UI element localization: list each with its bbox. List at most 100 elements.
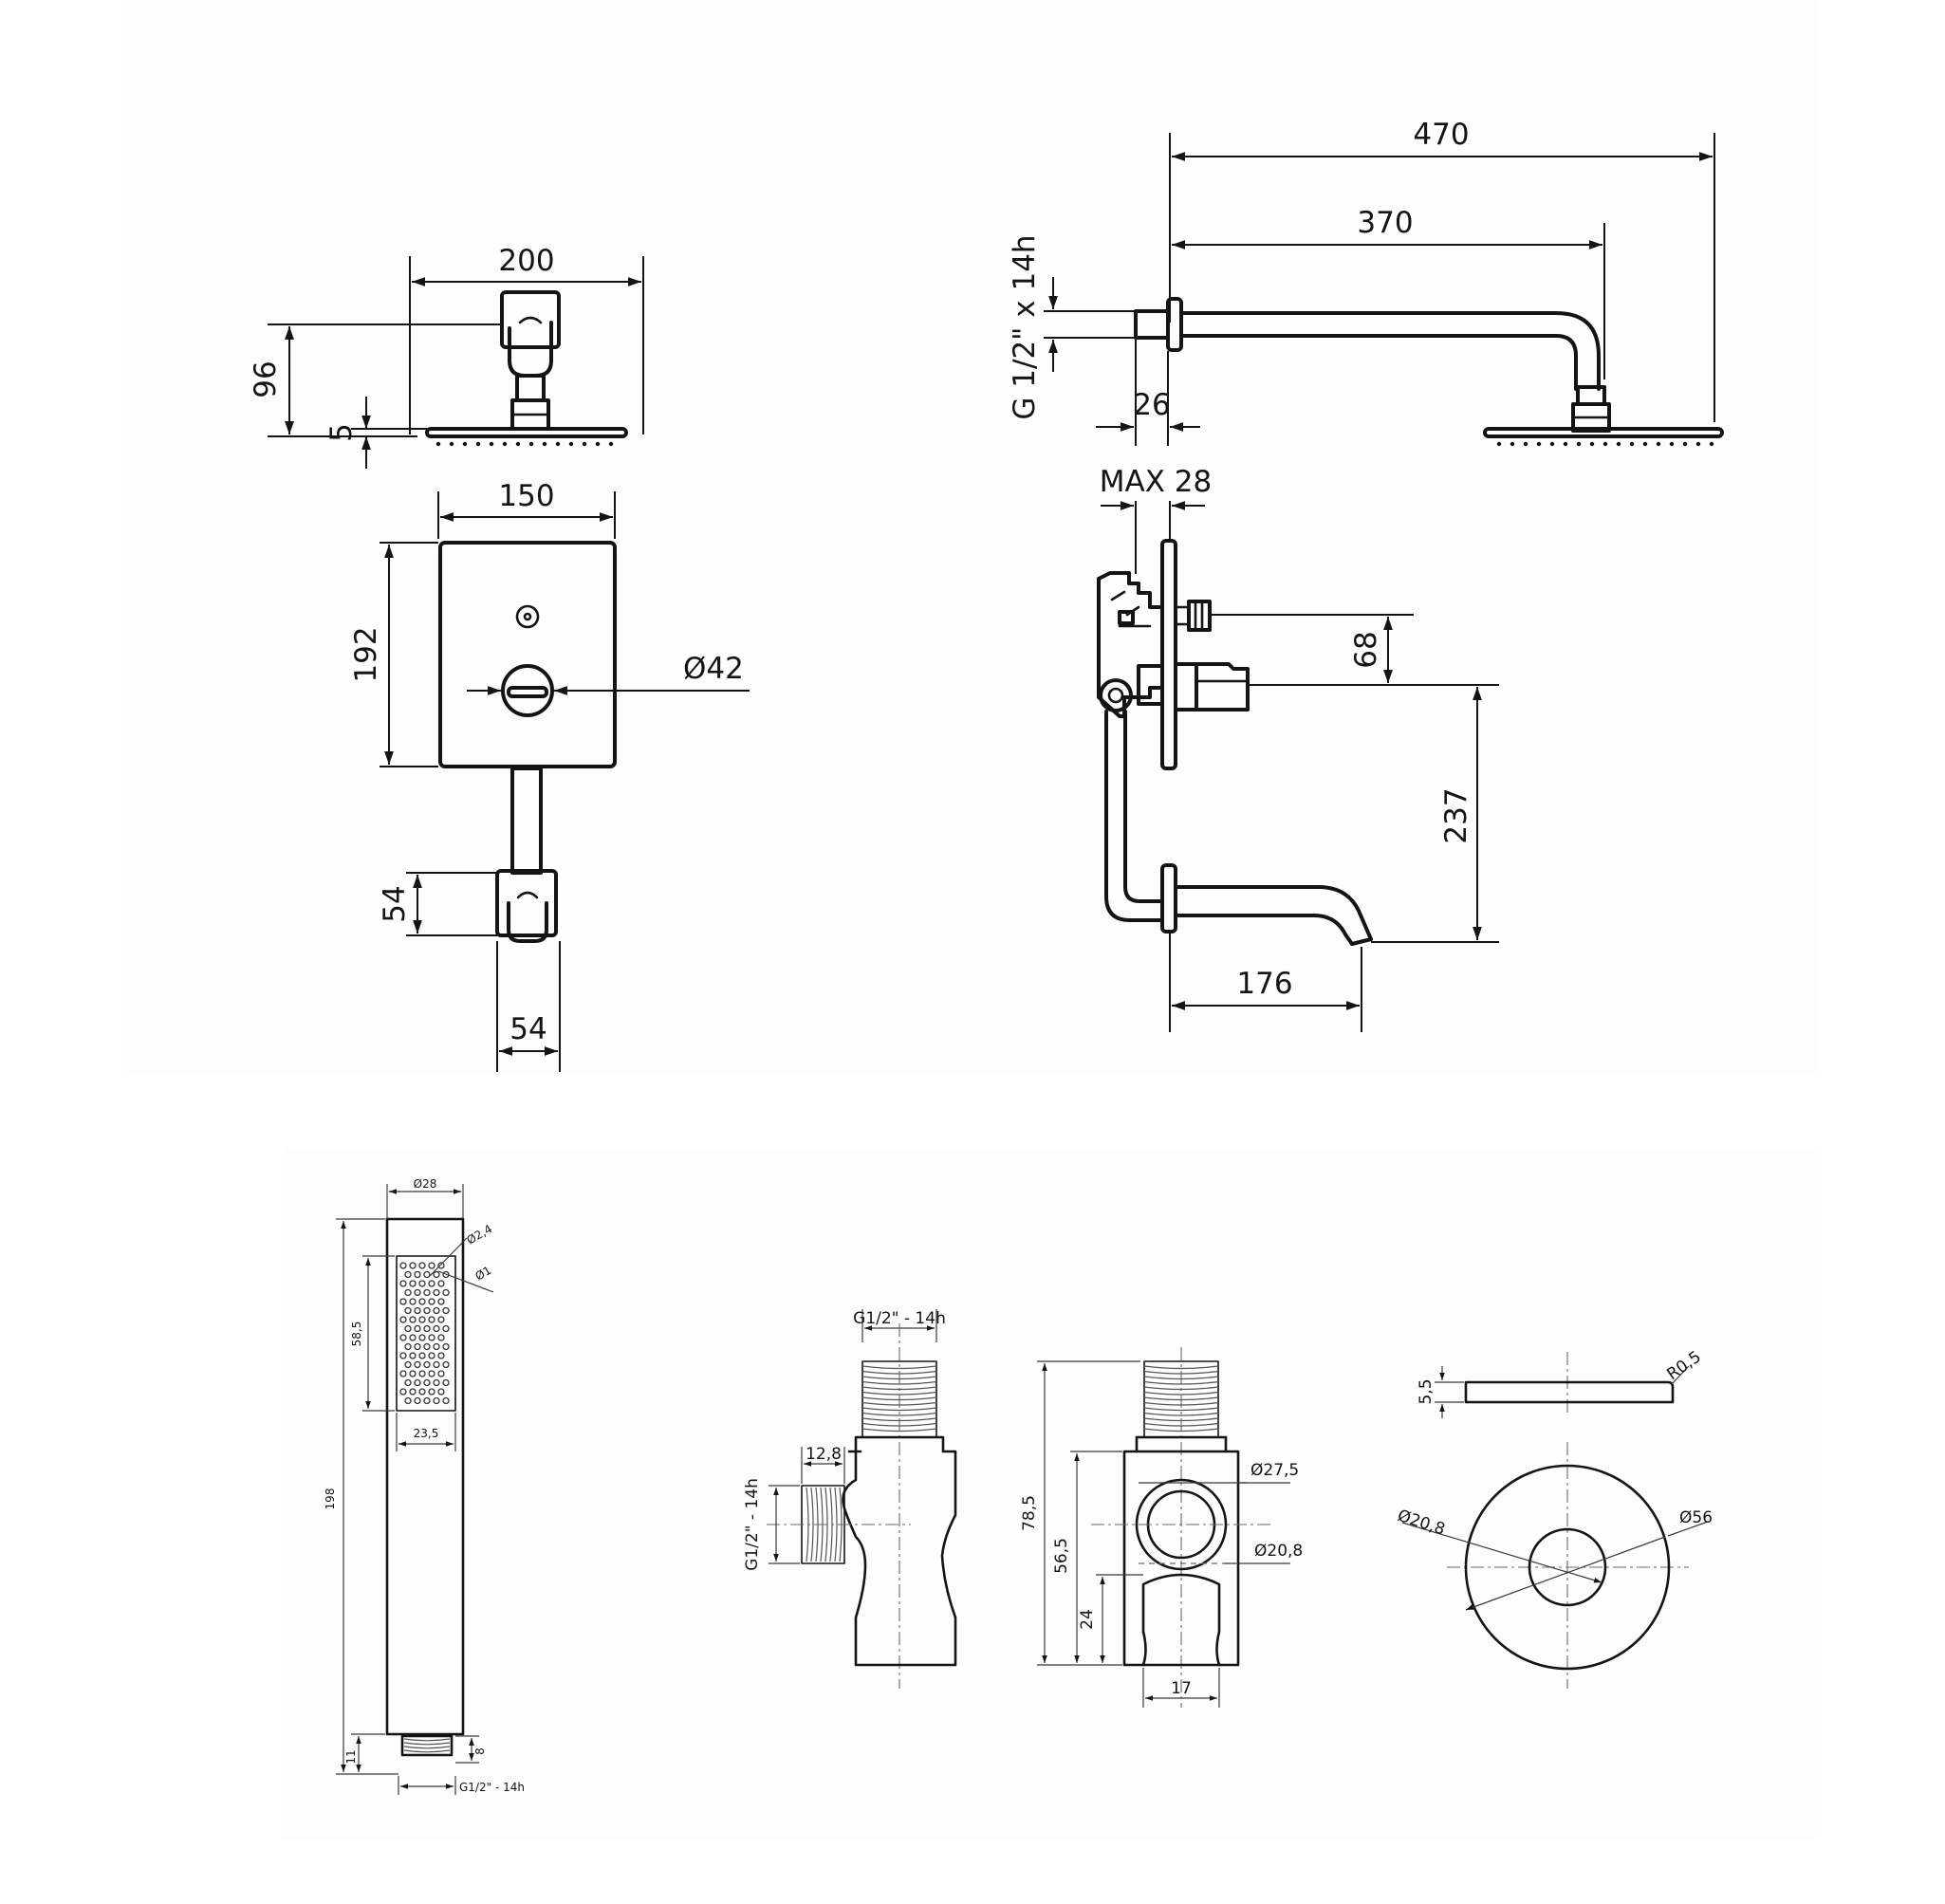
spray-hole [423,1270,431,1279]
thread-line [403,1738,451,1742]
spray-hole [418,1298,426,1305]
spray-hole [442,1342,450,1351]
nozzle-dot [1576,441,1582,447]
thread-line [1143,1407,1219,1412]
dim-rosette-radius: R0,5 [1663,1347,1704,1384]
dim-shower-head-plate: 5 [324,423,359,442]
spray-hole [437,1262,445,1269]
spray-hole [404,1306,412,1315]
bottom-panel-background [283,1148,1815,1840]
spray-hole [437,1316,445,1323]
dim-elbow-height: 54 [378,885,412,922]
spray-hole [442,1324,450,1333]
nozzle-dot [1496,441,1502,447]
spray-hole [418,1334,426,1341]
nozzle-dot [528,441,534,447]
dim-hand-shower-thread: G1/2" - 14h [459,1781,525,1794]
dim-elbow-body-height: 56,5 [1052,1538,1071,1574]
spray-hole [414,1306,421,1315]
dim-hole-large: Ø2,4 [465,1222,495,1247]
nozzle-dot [568,441,574,447]
thread-line [1143,1386,1219,1391]
dim-rosette-outer-diameter: Ø56 [1679,1508,1713,1527]
thread-line [1143,1412,1219,1416]
dim-elbow-top-thread: G1/2" - 14h [853,1309,946,1328]
thread-line [403,1746,451,1749]
nozzle-dot [1656,441,1661,447]
dim-face-width: 23,5 [414,1427,439,1440]
nozzle-dot [542,441,547,447]
spray-hole [423,1342,431,1351]
thread-line [861,1407,937,1412]
nozzle-dot [1549,441,1555,447]
spray-hole [414,1360,421,1369]
nozzle-dot [502,441,508,447]
spray-hole [418,1370,426,1377]
dim-elbow-total-height: 78,5 [1020,1495,1039,1531]
nozzle-dot [582,441,587,447]
nozzle-dot [1709,441,1714,447]
spray-hole [437,1388,445,1396]
thread-line [861,1380,937,1385]
spray-hole [433,1396,440,1405]
spray-hole [428,1280,435,1287]
wall-elbow-front-view: 78,5 56,5 24 Ø27,5 Ø20,8 17 [1020,1347,1303,1708]
dim-shower-head-width: 200 [498,244,554,278]
spray-hole [404,1360,412,1369]
nozzle-dot [462,441,468,447]
nozzle-dot [1616,441,1621,447]
thread-line [1143,1417,1219,1422]
thread-line [861,1401,937,1406]
spray-hole [409,1262,417,1269]
dim-arm-length: 370 [1357,206,1413,240]
nozzle-dot [1602,441,1608,447]
dim-arm-thread: G 1/2" x 14h [1008,234,1042,419]
wall-elbow-side-view: G1/2" - 14h 12,8 G1/2" - 14h [743,1309,957,1689]
thread-line [861,1391,937,1396]
nozzle-dot [1669,441,1675,447]
dim-connector-length: 11 [344,1749,358,1764]
nozzle-dot [1510,441,1515,447]
spray-hole [442,1306,450,1315]
nozzle-dot [475,441,481,447]
nozzle-dot [608,441,614,447]
spray-hole [414,1396,421,1405]
spray-hole [433,1360,440,1369]
dim-knob-diameter: Ø42 [683,652,744,686]
dim-elbow-bottom-width: 17 [1171,1679,1192,1698]
spray-hole [399,1316,407,1323]
thread-line [861,1396,937,1401]
spray-hole [437,1352,445,1359]
spray-hole [414,1288,421,1297]
spray-hole [409,1298,417,1305]
dim-elbow-side-thread: G1/2" - 14h [743,1478,762,1571]
spray-hole [442,1396,450,1405]
spray-hole [399,1334,407,1341]
spray-hole [442,1360,450,1369]
spray-hole [404,1288,412,1297]
thread-line [861,1422,937,1427]
dim-hand-shower-length: 198 [324,1488,337,1510]
thread-line [403,1742,451,1746]
mixer-side-view: MAX 28 68 237 176 [1097,465,1499,1032]
spray-hole [428,1334,435,1341]
spray-hole [433,1288,440,1297]
thread-line [1143,1370,1219,1375]
shower-head-front-view: 200 96 5 [249,244,644,469]
dim-wall-depth: MAX 28 [1100,465,1213,499]
thread-line [1143,1376,1219,1380]
thread-line [861,1417,937,1422]
spray-hole [399,1370,407,1377]
nozzle-dot [489,441,494,447]
spray-hole [418,1352,426,1359]
spray-hole [414,1270,421,1279]
dim-spout-length: 176 [1236,967,1292,1001]
spray-hole [428,1388,435,1396]
thread-line [1143,1391,1219,1396]
spray-hole [409,1388,417,1396]
thread-line [834,1487,838,1562]
thread-line [1143,1380,1219,1385]
top-panel-background [123,0,1817,1072]
spray-hole [409,1370,417,1377]
